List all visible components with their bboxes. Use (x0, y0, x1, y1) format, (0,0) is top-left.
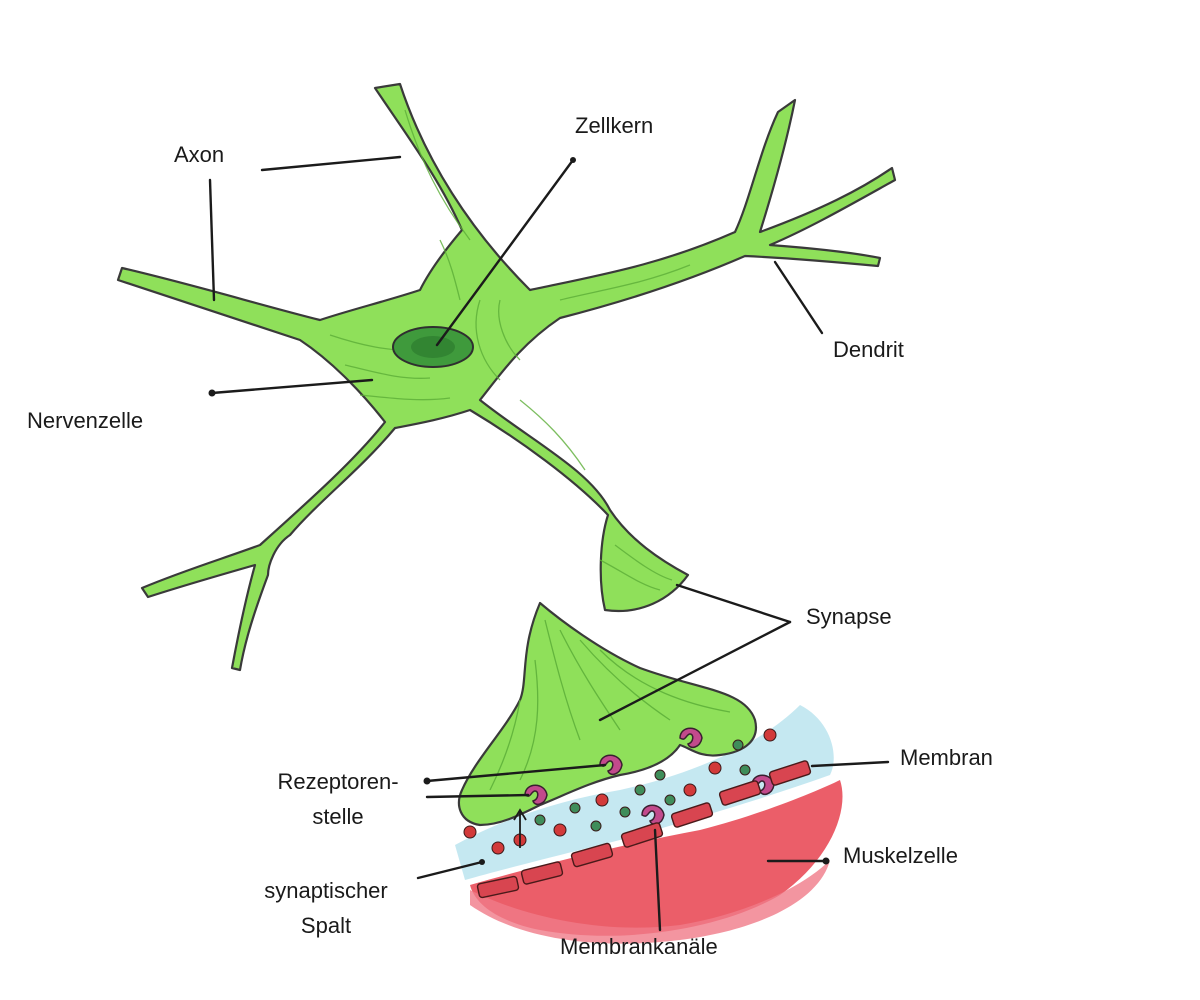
label-zellkern: Zellkern (575, 113, 654, 138)
receptor-4 (641, 804, 665, 826)
nerve-cell (116, 82, 897, 672)
label-dendrit: Dendrit (833, 337, 904, 362)
presynaptic-terminal (457, 601, 758, 827)
label-axon: Axon (174, 142, 225, 167)
label-spalt-line1: synaptischer (264, 878, 388, 903)
label-rezeptoren-line2: stelle (312, 804, 364, 829)
receptor-sites (524, 727, 775, 826)
label-nervenzelle: Nervenzelle (27, 408, 144, 433)
label-spalt-line2: Spalt (300, 913, 352, 938)
receptor-3 (524, 784, 548, 806)
terminal-texture (489, 619, 731, 791)
label-rezeptoren-line1: Rezeptoren- (277, 769, 399, 794)
neuron-texture (329, 109, 691, 591)
neuron-body (116, 82, 897, 672)
receptor-2 (599, 754, 623, 776)
leader-lines (208, 155, 890, 932)
membrane-band (476, 760, 812, 899)
label-synapse: Synapse (806, 604, 892, 629)
cleft-arrow (513, 808, 527, 848)
nucleus-inner (411, 336, 455, 358)
label-membrankanaele: Membrankanäle (560, 934, 718, 959)
receptor-1 (679, 727, 703, 749)
muscle-cell-lower (470, 860, 830, 944)
label-membran: Membran (900, 745, 993, 770)
label-muskelzelle: Muskelzelle (843, 843, 958, 868)
